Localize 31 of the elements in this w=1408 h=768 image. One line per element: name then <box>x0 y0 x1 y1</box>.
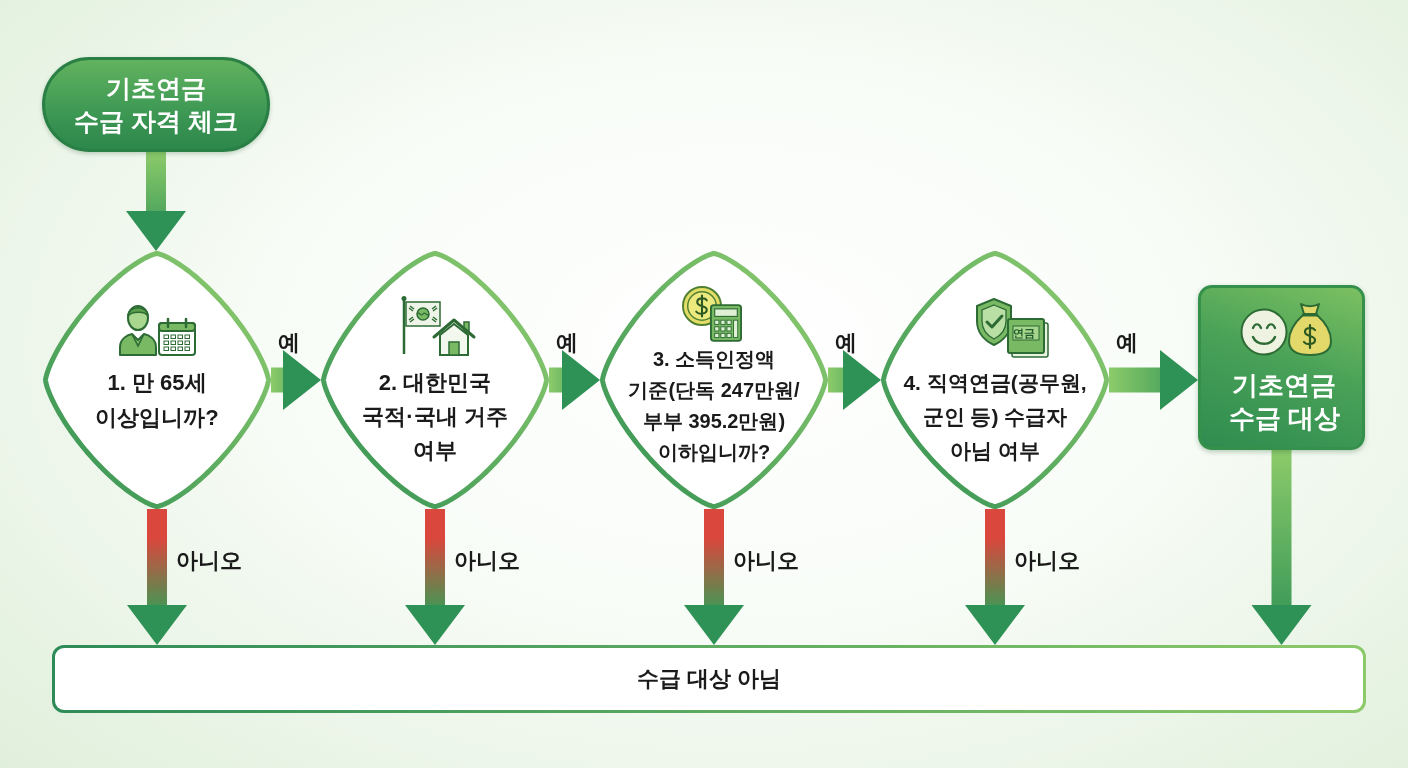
arrow <box>405 509 465 645</box>
arrow <box>126 152 186 251</box>
result-box <box>1198 285 1365 450</box>
arrow <box>127 509 187 645</box>
arrow <box>828 350 881 410</box>
arrow <box>271 350 321 410</box>
result-text: 기초연금 수급 대상 <box>1228 369 1341 435</box>
start-terminal: 기초연금 수급 자격 체크 <box>42 57 270 152</box>
decision-diamond <box>42 250 272 510</box>
question-text: 2. 대한민국 국적·국내 거주 여부 <box>362 369 508 465</box>
edge-label: 아니오 <box>733 548 799 574</box>
result-bar: 수급 대상 아님 <box>52 645 1366 713</box>
edge-label: 아니오 <box>1014 548 1080 574</box>
arrow <box>1109 350 1198 410</box>
arrow <box>684 509 744 645</box>
decision-diamond <box>599 250 829 510</box>
arrow <box>549 350 600 410</box>
arrow <box>1251 450 1312 645</box>
question-text: 3. 소득인정액 기준(단독 247만원/ 부부 395.2만원) 이하입니까? <box>628 347 800 465</box>
edge-label: 예 <box>1116 330 1138 356</box>
question-text: 1. 만 65세 이상입니까? <box>95 369 219 432</box>
edge-label: 예 <box>835 330 857 356</box>
edge-label: 예 <box>278 330 300 356</box>
edge-label: 아니오 <box>176 548 242 574</box>
booklet-label: 연금 <box>1013 326 1035 340</box>
decision-diamond <box>320 250 550 510</box>
decision-diamond <box>880 250 1110 510</box>
edge-label: 아니오 <box>454 548 520 574</box>
question-text: 4. 직역연금(공무원, 군인 등) 수급자 아님 여부 <box>903 370 1087 464</box>
edge-label: 예 <box>556 330 578 356</box>
arrow <box>965 509 1025 645</box>
